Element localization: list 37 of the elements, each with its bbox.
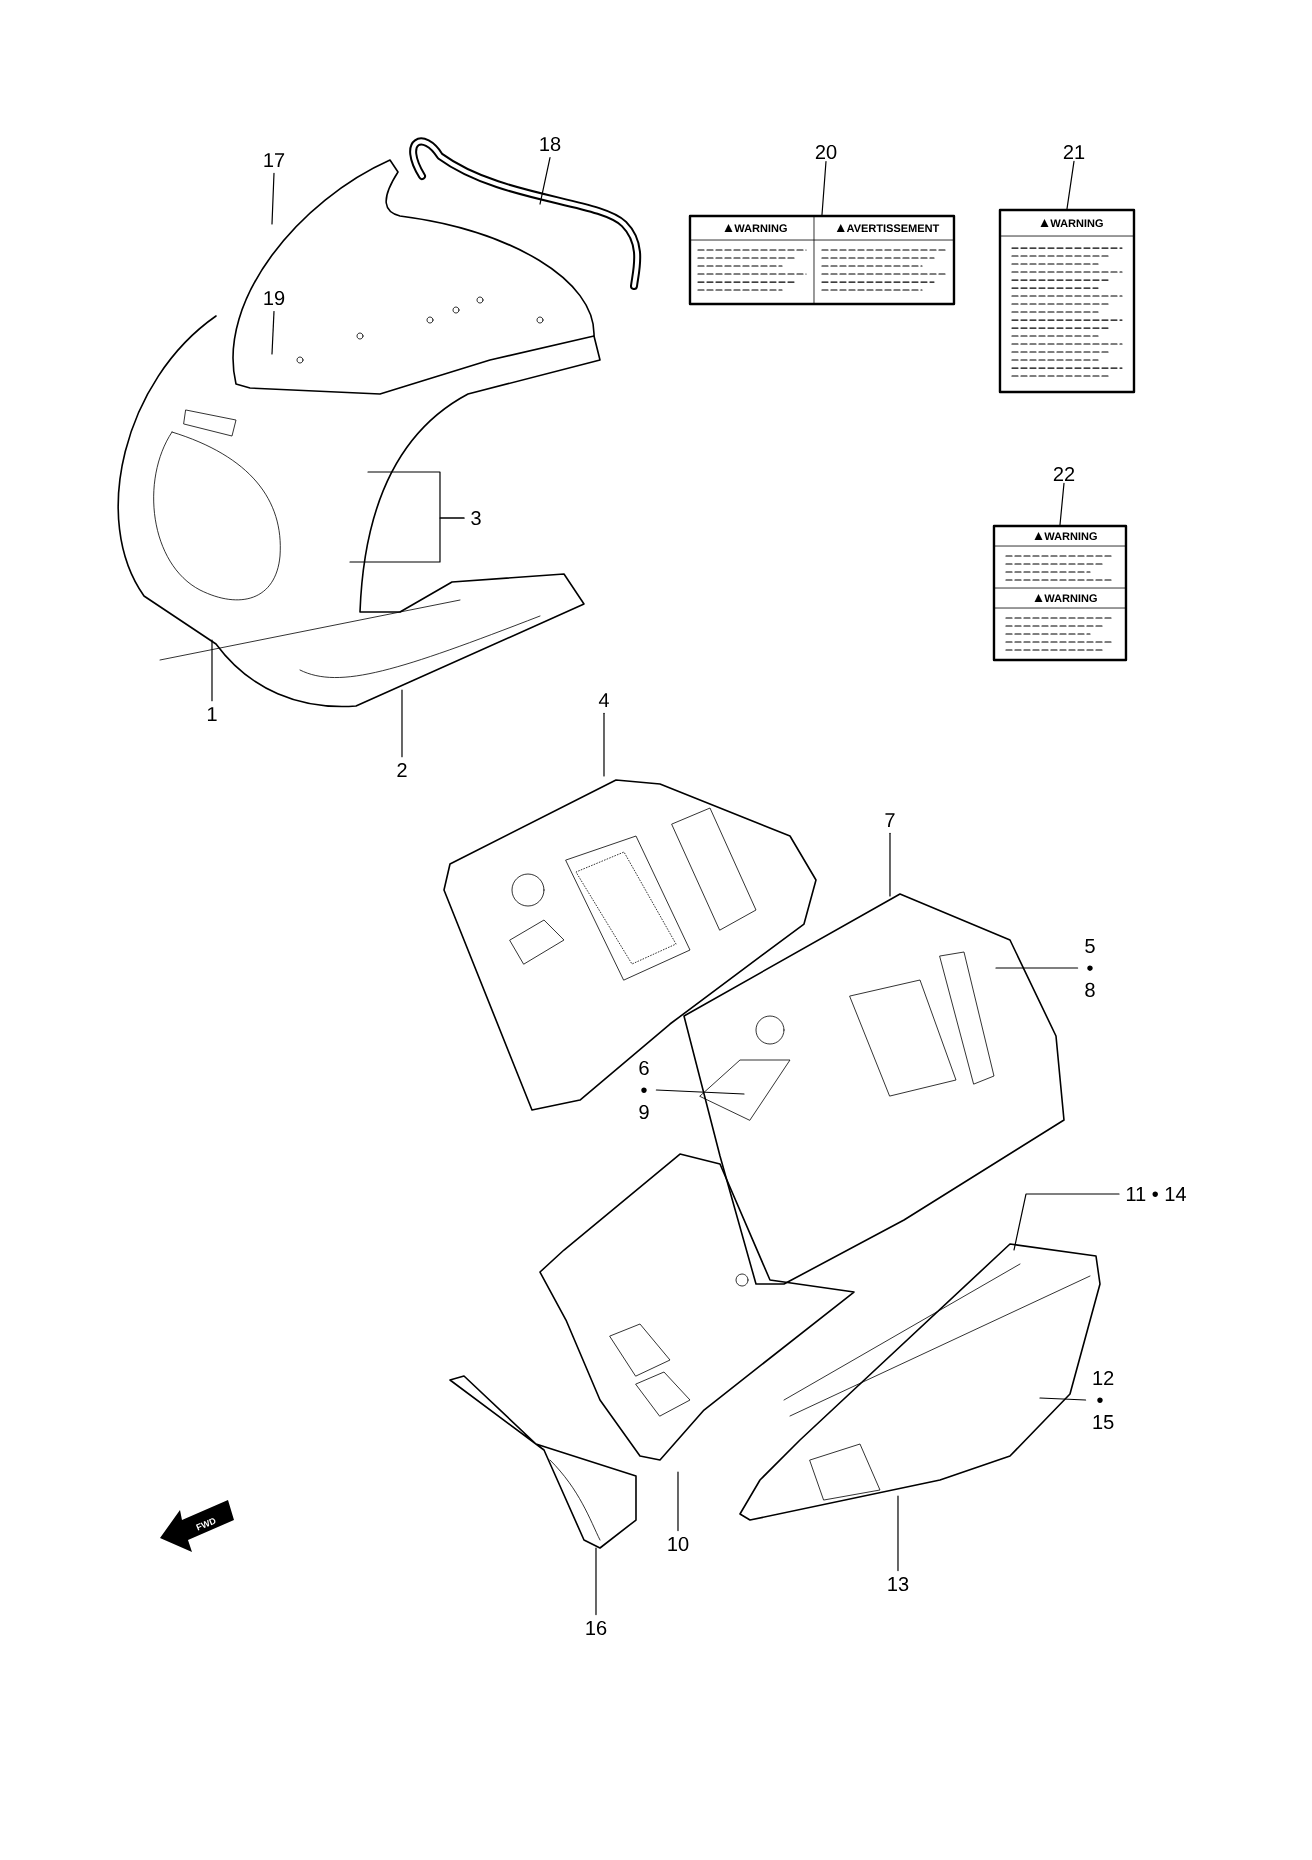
callout-number: 17 [264,153,285,167]
leader-line [995,967,1079,969]
callout-number: 4 [598,693,609,707]
leader-line [1059,482,1065,526]
callout-number: 7 [885,813,895,827]
leader-line [897,1495,899,1572]
trim-strip-drawing [409,137,642,291]
callout-number: 2 [397,763,407,777]
leader-line [655,1089,745,1095]
callout-number: 11 • 14 [1126,1187,1186,1201]
leader-line [349,517,465,563]
callout-number: 1 [207,707,217,721]
lower-panel-drawing [539,1153,855,1461]
side-cowl-drawing [683,893,1065,1287]
callout-number: 20 [815,144,837,160]
leader-line [1039,1397,1087,1401]
callout-number: 10 [668,1536,689,1552]
leader-line [1066,160,1075,210]
leader-line [677,1471,679,1532]
leader-line [889,832,891,897]
leader-line [401,689,403,758]
bracket-drawing [449,1375,637,1549]
leader-line [1013,1193,1120,1251]
leader-line [539,156,551,205]
callout-number: 12 • 15 [1093,1370,1114,1430]
callout-number: 16 [586,1620,607,1636]
callout-number: 21 [1063,145,1085,159]
callout-number: 5 • 8 [1085,939,1095,997]
leader-line [595,1547,597,1616]
leader-line [211,639,213,702]
callout-number: 6 • 9 [639,1060,649,1120]
leader-line [603,712,605,777]
leader-line [821,160,827,216]
callout-number: 13 [888,1576,909,1592]
callout-number: 22 [1053,467,1075,481]
leader-line [271,310,275,355]
leader-line [271,172,275,225]
